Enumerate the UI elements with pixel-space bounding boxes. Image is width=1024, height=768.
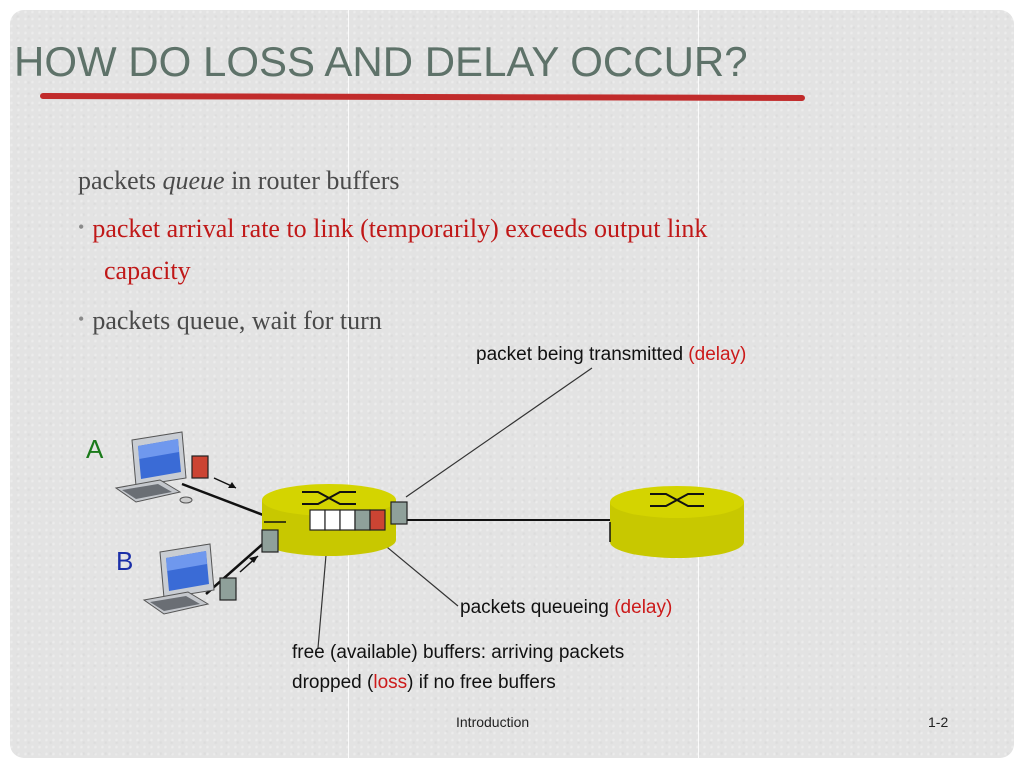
label-packets-queueing: packets queueing (delay) [460,597,672,619]
label-delay: (delay) [688,344,747,365]
label-delay: (delay) [614,597,673,618]
buffer-slot-free [324,509,341,531]
bullet-text-continued: capacity [104,256,191,285]
router-left [262,484,396,556]
packet-arriving-a [191,455,209,479]
router-right [609,486,744,558]
background-guide-line [348,10,349,758]
bullet-dot: • [78,217,85,237]
host-a-label: A [86,434,104,464]
bullet-item: • packets queue, wait for turn [78,306,382,336]
callout-line-queueing [375,537,459,607]
router-top [262,484,396,516]
router-base [262,524,396,556]
arrow-a-head [228,482,236,488]
footer-section: Introduction [456,714,530,730]
host-b-label: B [116,546,134,576]
packet-transmitted [390,501,408,525]
packet-arriving-b [261,529,279,553]
buffer-slot-free [309,509,326,531]
subheading-italic: queue [162,166,225,195]
background-guide-line [698,10,699,758]
computer-b-icon [142,543,215,615]
label-text: packets queueing [460,597,615,618]
subheading-suffix: in router buffers [224,166,400,195]
router-arrows-icon [302,491,356,505]
packet-arriving-b2 [219,577,237,601]
bullet-item: • packet arrival rate to link (temporaril… [78,214,707,244]
bullet-text: packet arrival rate to link (temporarily… [92,214,708,243]
footer-page-number: 1-2 [928,714,949,730]
buffer-slot-queued-packet [354,509,371,531]
label-text: dropped ( [292,672,374,693]
bullet-text: packets queue, wait for turn [92,306,382,335]
label-packet-transmitted: packet being transmitted (delay) [476,344,746,366]
arrow-b-head [249,556,258,563]
buffer-slot-queued-packet [369,509,386,531]
router-base [610,526,744,558]
subheading: packets queue in router buffers [78,166,400,196]
label-text: packet being transmitted [476,344,689,365]
router-arrows-icon [650,493,704,507]
computer-a-icon [114,431,193,504]
subheading-prefix: packets [78,166,163,195]
slide-title: HOW DO LOSS AND DELAY OCCUR? [14,38,748,85]
buffer-slot-free [339,509,356,531]
label-free-buffers-line1: free (available) buffers: arriving packe… [292,642,625,663]
callout-line-transmitted [405,367,593,498]
label-free-buffers-line2: dropped (loss) if no free buffers [292,672,556,694]
bullet-dot: • [78,309,85,329]
router-top [610,486,744,518]
label-loss: loss [373,672,408,693]
label-text: ) if no free buffers [407,672,556,693]
slide [10,10,1014,758]
